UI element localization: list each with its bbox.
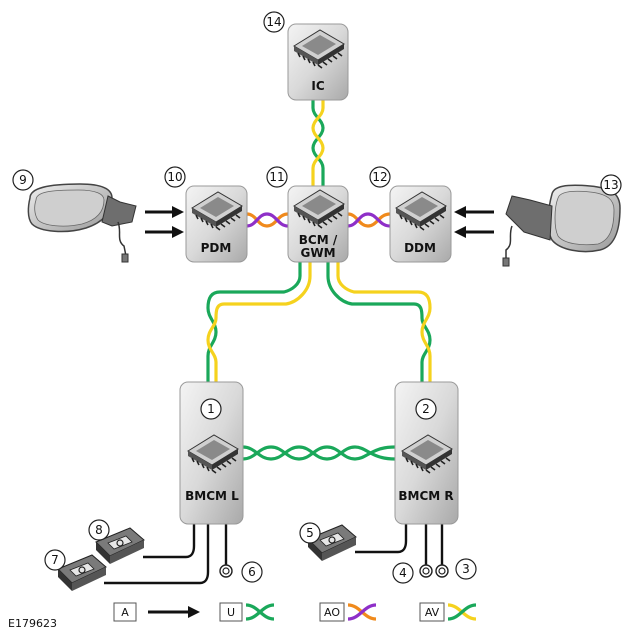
svg-text:10: 10: [167, 170, 182, 184]
black-wire-fuse7: [104, 524, 210, 585]
module-ddm: DDM: [389, 185, 452, 263]
svg-text:3: 3: [462, 562, 470, 576]
black-wire-fuse8: [143, 524, 196, 559]
svg-text:6: 6: [248, 565, 256, 579]
callout-2: 2: [415, 398, 437, 420]
svg-text:9: 9: [19, 173, 27, 187]
lin-wire-ddm-purple: [347, 212, 391, 228]
arrow-icon: [172, 226, 184, 238]
legend-u-label: U: [227, 606, 235, 619]
legend: A U AO AV: [113, 602, 477, 622]
svg-text:11: 11: [269, 170, 284, 184]
lin-wire-pdm-orange: [246, 212, 289, 228]
module-bmcmr-label: BMCM R: [398, 489, 453, 503]
can-wire-right-green: [326, 262, 432, 382]
can-wire-ic-bcm-yellow: [311, 100, 325, 186]
figure-id: E179623: [8, 617, 57, 630]
module-bcm-label-line1: BCM /: [299, 233, 338, 247]
callout-13: 13: [600, 174, 622, 196]
svg-text:14: 14: [266, 15, 281, 29]
svg-text:1: 1: [207, 402, 215, 416]
svg-text:2: 2: [422, 402, 430, 416]
legend-ao-label: AO: [324, 606, 340, 619]
can-wire-horizontal-green2: [242, 445, 396, 461]
callout-8: 8: [88, 519, 110, 541]
module-bcm-label-line2: GWM: [300, 246, 335, 260]
module-pdm: PDM: [185, 185, 248, 263]
svg-text:5: 5: [306, 526, 314, 540]
callout-10: 10: [164, 166, 186, 188]
bus-wires: [104, 100, 494, 585]
svg-text:13: 13: [603, 178, 618, 192]
callout-6: 6: [241, 561, 263, 583]
can-wire-left-green: [206, 262, 302, 382]
module-bmcm-r: BMCM R: [394, 381, 459, 525]
svg-text:7: 7: [51, 553, 59, 567]
callout-12: 12: [369, 166, 391, 188]
lin-wire-ddm-orange: [347, 212, 391, 228]
callout-7: 7: [44, 549, 66, 571]
callout-14: 14: [263, 11, 285, 33]
module-ddm-label: DDM: [404, 241, 436, 255]
callout-1: 1: [200, 398, 222, 420]
lin-wire-pdm-purple: [246, 212, 289, 228]
arrow-icon: [454, 206, 466, 218]
module-ic: IC: [287, 23, 349, 101]
module-pdm-label: PDM: [201, 241, 232, 255]
svg-text:12: 12: [372, 170, 387, 184]
module-bmcm-l: BMCM L: [179, 381, 244, 525]
module-ic-label: IC: [311, 79, 324, 93]
arrow-icon: [172, 206, 184, 218]
arrow-icon: [188, 606, 200, 618]
arrowheads: [172, 206, 466, 238]
module-bcm-gwm: BCM / GWM: [287, 185, 349, 263]
mirror-left-icon: [27, 183, 137, 263]
callout-5: 5: [299, 522, 321, 544]
black-wire-fuse5: [355, 524, 408, 554]
can-wire-left-yellow: [206, 262, 312, 382]
legend-a-label: A: [121, 606, 129, 619]
arrow-icon: [454, 226, 466, 238]
svg-text:4: 4: [399, 566, 407, 580]
module-bmcml-label: BMCM L: [185, 489, 239, 503]
callout-3: 3: [455, 558, 477, 580]
legend-av-label: AV: [425, 606, 440, 619]
callouts: 1 2 3 4 5 6 7 8 9 10 11 12 13 14: [12, 11, 622, 584]
ground-terminal-icon: [435, 564, 449, 578]
callout-4: 4: [392, 562, 414, 584]
mirror-right-icon: [502, 184, 621, 267]
svg-text:8: 8: [95, 523, 103, 537]
ground-terminal-icon: [219, 564, 233, 578]
can-wire-right-yellow: [336, 262, 432, 382]
ground-terminal-icon: [419, 564, 433, 578]
callout-9: 9: [12, 169, 34, 191]
callout-11: 11: [266, 166, 288, 188]
